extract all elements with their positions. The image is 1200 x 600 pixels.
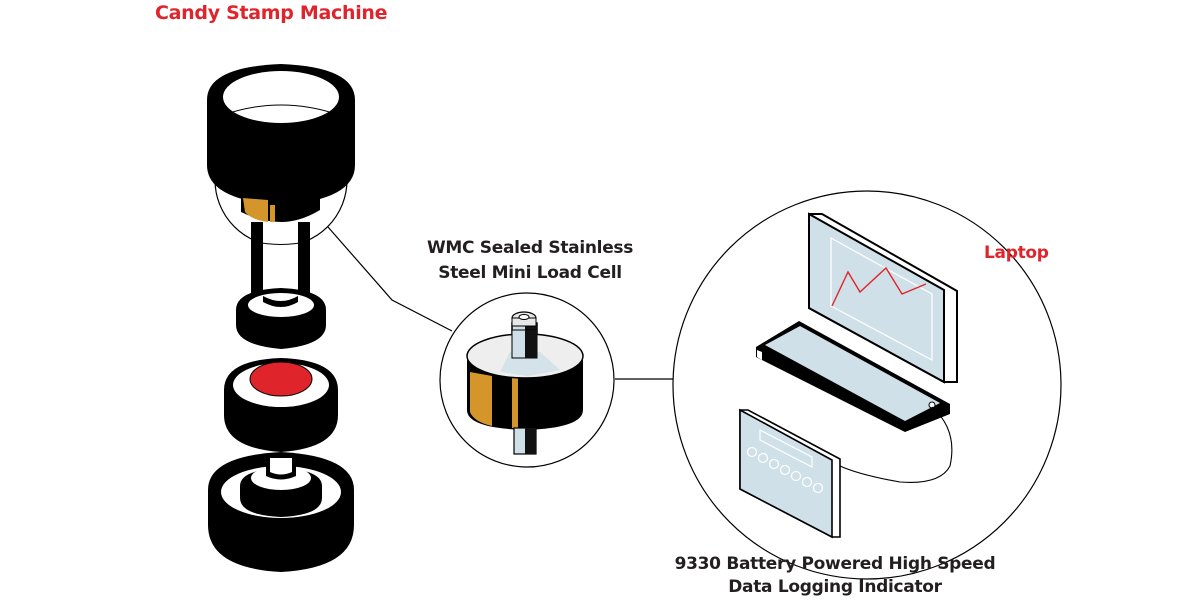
- load-cell-label: WMC Sealed Stainless Steel Mini Load Cel…: [420, 236, 640, 286]
- usb-cable: [839, 406, 953, 483]
- machine-upper-housing: [207, 64, 355, 223]
- indicator-keypad-buttons: [746, 446, 824, 494]
- load-cell-label-line1: WMC Sealed Stainless: [426, 238, 634, 258]
- indicator-label: 9330 Battery Powered High Speed Data Log…: [640, 553, 1030, 599]
- indicator-button: [812, 482, 824, 494]
- connector-lines: [327, 226, 677, 380]
- red-stamp-button: [249, 361, 313, 397]
- indicator-label-line1: 9330 Battery Powered High Speed: [674, 554, 996, 574]
- data-logging-indicator-device: [739, 408, 841, 539]
- machine-base: [208, 452, 354, 572]
- laptop-lid: [808, 212, 958, 384]
- candy-stamp-machine-illustration: [207, 64, 355, 572]
- laptop-base: [756, 321, 950, 432]
- indicator-button: [757, 452, 769, 464]
- indicator-button: [801, 476, 813, 488]
- indicator-button: [790, 470, 802, 482]
- machine-label: Candy Stamp Machine: [155, 2, 388, 24]
- indicator-button: [779, 464, 791, 476]
- load-cell-illustration: [439, 292, 615, 468]
- indicator-button: [746, 446, 758, 458]
- connector-machine-to-loadcell: [327, 226, 453, 332]
- indicator-button: [768, 458, 780, 470]
- load-cell-label-line2: Steel Mini Load Cell: [438, 263, 622, 283]
- laptop-screen-chart-line: [831, 266, 927, 307]
- laptop-label: Laptop: [984, 243, 1049, 263]
- laptop-indicator-illustration: [672, 190, 1062, 580]
- machine-shaft-foot: [236, 288, 326, 349]
- indicator-label-line2: Data Logging Indicator: [728, 577, 942, 597]
- machine-stamp-head: [224, 358, 338, 452]
- laptop-usb-port: [928, 401, 936, 409]
